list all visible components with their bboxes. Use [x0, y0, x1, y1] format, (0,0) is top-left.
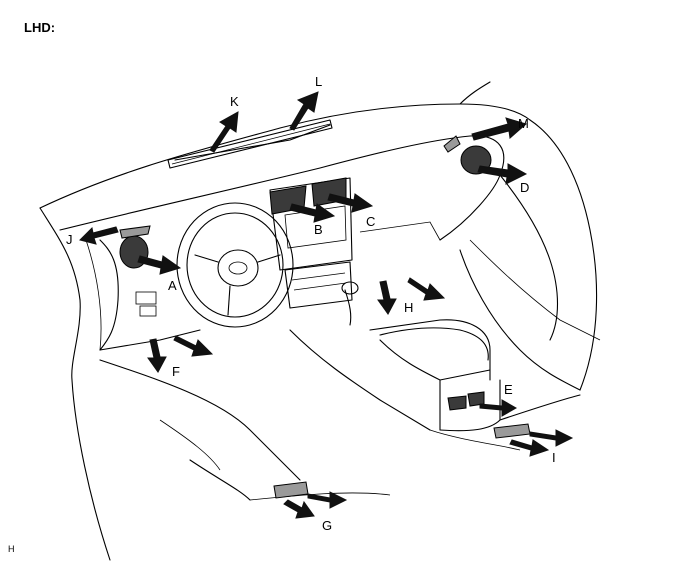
rear-foot-vent-left [273, 481, 309, 499]
arrow-m [471, 117, 528, 141]
callout-k: K [230, 94, 239, 109]
cabin-outline [39, 81, 601, 561]
callout-a: A [168, 278, 177, 293]
callout-e: E [504, 382, 513, 397]
callout-m: M [518, 116, 529, 131]
arrow-i-down [509, 439, 550, 457]
arrow-h-right [407, 277, 446, 301]
arrow-f-right [173, 335, 214, 357]
arrow-a [137, 255, 182, 275]
rear-console-vent-left [447, 395, 467, 411]
arrow-l [289, 91, 319, 131]
callout-labels: K L M D C B J A F H E I G [66, 74, 556, 533]
arrow-c [327, 193, 374, 213]
callout-d: D [520, 180, 529, 195]
arrow-g-down [283, 499, 315, 519]
arrow-f-down [147, 338, 167, 373]
arrow-e [479, 399, 518, 417]
callout-f: F [172, 364, 180, 379]
rear-foot-vent-right [493, 423, 531, 439]
arrow-b [289, 203, 336, 223]
figure-footnote: H [8, 544, 15, 554]
airflow-arrows [79, 91, 574, 519]
callout-i: I [552, 450, 556, 465]
arrow-j [79, 226, 119, 245]
arrow-k [209, 111, 239, 153]
arrow-i-right [529, 429, 574, 447]
arrow-h-down [377, 280, 397, 315]
vent-grilles [119, 135, 531, 499]
arrow-g-right [307, 491, 348, 509]
right-side-defog-vent [443, 135, 461, 153]
callout-b: B [314, 222, 323, 237]
callout-g: G [322, 518, 332, 533]
left-side-defog-vent [119, 225, 151, 239]
page-heading: LHD: [24, 20, 56, 35]
arrow-d [477, 163, 528, 185]
callout-l: L [315, 74, 322, 89]
callout-j: J [66, 232, 73, 247]
callout-c: C [366, 214, 375, 229]
callout-h: H [404, 300, 413, 315]
